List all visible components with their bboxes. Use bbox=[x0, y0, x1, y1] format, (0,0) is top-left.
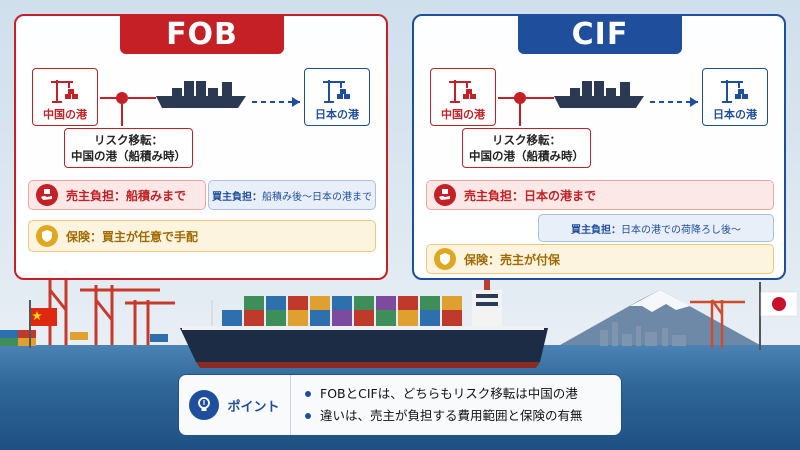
point-item: 違いは、売主が負担する費用範囲と保険の有無 bbox=[305, 405, 583, 427]
crane-icon bbox=[323, 80, 350, 103]
fob-panel: FOB 中国の港 日本の港 リスク移転： 中国の港（船積み時） bbox=[14, 14, 388, 280]
fob-seller-cost: 売主負担：船積みまで bbox=[28, 180, 206, 210]
fob-risk-transfer-label: リスク移転： 中国の港（船積み時） bbox=[64, 128, 193, 169]
fob-title: FOB bbox=[120, 14, 284, 54]
crane-icon bbox=[449, 80, 476, 103]
shield-icon bbox=[434, 248, 456, 270]
cif-route bbox=[498, 81, 698, 126]
fob-buyer-cost: 買主負担：船積み後〜日本の港まで bbox=[208, 180, 376, 210]
cif-destination-port-label: 日本の港 bbox=[713, 108, 757, 121]
cif-title: CIF bbox=[518, 14, 682, 54]
risk-transfer-dot bbox=[116, 92, 128, 104]
cargo-ship-icon bbox=[554, 81, 644, 108]
fob-origin-port-label: 中国の港 bbox=[43, 108, 87, 121]
crane-icon bbox=[721, 80, 748, 103]
shield-icon bbox=[36, 225, 58, 247]
fob-origin-port: 中国の港 bbox=[32, 68, 98, 126]
point-item: FOBとCIFは、どちらもリスク移転は中国の港 bbox=[305, 383, 583, 405]
lightbulb-icon bbox=[189, 390, 220, 420]
crane-icon bbox=[51, 80, 78, 103]
ship-containers bbox=[222, 296, 462, 326]
cif-seller-cost: 売主負担：日本の港まで bbox=[426, 180, 774, 210]
point-summary-box: ポイント FOBとCIFは、どちらもリスク移転は中国の港 違いは、売主が負担する… bbox=[178, 374, 622, 436]
cargo-ship-icon bbox=[156, 81, 246, 108]
fob-destination-port: 日本の港 bbox=[304, 68, 370, 126]
cif-buyer-cost: 買主負担：日本の港での荷降ろし後〜 bbox=[538, 214, 774, 242]
cif-origin-port-label: 中国の港 bbox=[441, 108, 485, 121]
fob-insurance: 保険：買主が任意で手配 bbox=[28, 220, 376, 252]
cif-origin-port: 中国の港 bbox=[430, 68, 496, 126]
point-list: FOBとCIFは、どちらもリスク移転は中国の港 違いは、売主が負担する費用範囲と… bbox=[291, 383, 583, 427]
hand-box-icon bbox=[36, 184, 58, 206]
risk-transfer-dot bbox=[514, 92, 526, 104]
cif-insurance: 保険：売主が付保 bbox=[426, 244, 774, 274]
cif-risk-transfer-label: リスク移転： 中国の港（船積み時） bbox=[462, 128, 591, 169]
point-badge: ポイント bbox=[179, 375, 291, 435]
fob-destination-port-label: 日本の港 bbox=[315, 108, 359, 121]
cif-destination-port: 日本の港 bbox=[702, 68, 768, 126]
cif-panel: CIF 中国の港 日本の港 リスク移転： 中国の港（船積み時） bbox=[412, 14, 786, 280]
fob-route bbox=[100, 81, 300, 126]
hand-box-icon bbox=[434, 184, 456, 206]
point-title: ポイント bbox=[227, 399, 280, 415]
